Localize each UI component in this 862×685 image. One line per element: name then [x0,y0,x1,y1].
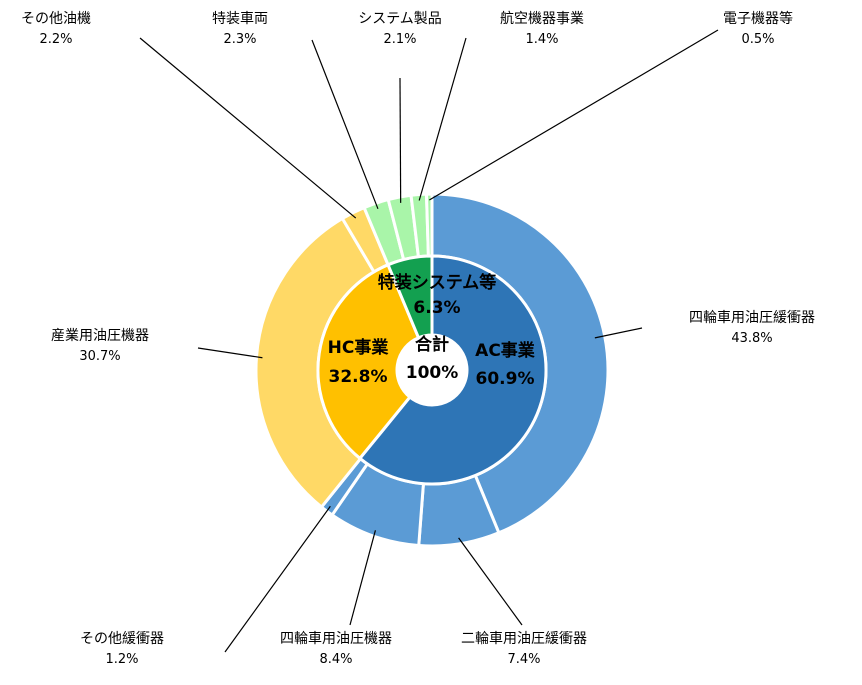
outer-label-name-9: 電子機器等 [723,10,793,27]
inner-label-value-1: 32.8% [329,367,388,387]
inner-ring [316,254,548,486]
outer-label-name-1: 二輪車用油圧緩衝器 [461,630,587,647]
center-label: 合計 100% [406,334,459,383]
outer-label-value-4: 30.7% [79,349,120,364]
outer-label-value-6: 2.3% [223,32,256,47]
outer-label-name-5: その他油機 [21,11,91,27]
leader-line-2 [349,530,377,626]
leader-line-7 [399,77,402,203]
outer-label-value-8: 1.4% [525,32,558,47]
inner-label-value-0: 60.9% [476,369,535,389]
inner-label-name-0: AC事業 [475,340,535,361]
outer-label-name-7: システム製品 [358,11,442,27]
outer-label-name-6: 特装車両 [212,10,268,27]
center-label-name: 合計 [415,334,449,355]
outer-label-value-1: 7.4% [507,652,540,667]
leader-line-1 [458,537,523,626]
leader-line-4 [197,347,263,359]
outer-label-value-3: 1.2% [105,652,138,667]
leader-line-6 [311,39,379,210]
outer-label-value-5: 2.2% [39,32,72,47]
outer-slice-9 [424,192,434,258]
inner-slice-2 [386,254,434,340]
outer-label-value-7: 2.1% [383,32,416,47]
leader-line-5 [139,37,357,219]
leader-line-9 [429,29,719,201]
inner-label-value-2: 6.3% [413,298,460,318]
inner-label-name-2: 特装システム等 [378,272,497,293]
outer-label-name-0: 四輪車用油圧緩衝器 [689,309,815,326]
inner-labels: AC事業 60.9% HC事業 32.8% 特装システム等 6.3% [328,272,535,389]
leader-lines [139,29,719,653]
leader-line-3 [224,505,331,653]
outer-label-name-8: 航空機器事業 [500,11,584,27]
outer-label-value-9: 0.5% [741,32,774,47]
outer-labels: 四輪車用油圧緩衝器 43.8% 二輪車用油圧緩衝器 7.4% 四輪車用油圧機器 8.4% そ… [21,10,815,667]
leader-line-8 [418,37,467,201]
center-hole [398,336,466,404]
inner-label-name-1: HC事業 [328,337,389,358]
outer-label-name-4: 産業用油圧機器 [51,328,149,344]
outer-label-name-3: その他緩衝器 [80,631,164,647]
outer-label-value-0: 43.8% [731,331,772,346]
inner-slice-1 [316,262,421,461]
outer-label-value-2: 8.4% [319,652,352,667]
leader-line-0 [594,327,643,339]
outer-label-name-2: 四輪車用油圧機器 [280,630,392,647]
center-label-value: 100% [406,363,459,383]
inner-slice-0 [357,254,548,486]
